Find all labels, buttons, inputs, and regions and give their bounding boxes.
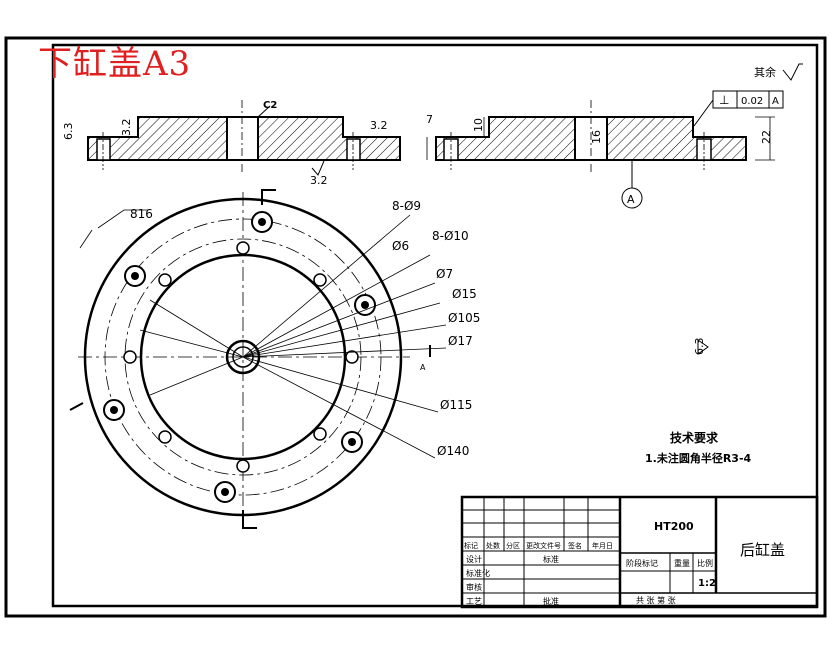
left-section-view	[87, 100, 401, 175]
dim-7: 7	[426, 113, 433, 126]
section-label: A	[420, 363, 426, 372]
callout-1: 8-Ø9	[392, 199, 421, 213]
col-2: 重量	[674, 558, 690, 568]
dim-3-2-c: 3.2	[310, 174, 328, 187]
callout-2: Ø6	[392, 239, 409, 253]
dim-3-2-a: 3.2	[120, 119, 133, 137]
hdr-6: 年月日	[592, 541, 613, 550]
material: HT200	[654, 520, 694, 533]
part-name: 后缸盖	[740, 541, 785, 559]
row-3: 审核	[466, 582, 482, 592]
dim-6-3: 6.3	[62, 123, 75, 141]
tolerance-value: 0.02	[741, 96, 763, 107]
dim-16: 16	[590, 130, 603, 144]
tolerance-datum: A	[772, 96, 779, 107]
outer-frame	[4, 36, 827, 618]
hdr-1: 标记	[464, 541, 478, 550]
geometric-tolerance-frame	[693, 90, 784, 127]
tech-req-line1: 1.未注圆角半径R3-4	[645, 451, 752, 465]
perpendicular-icon: ⊥	[719, 93, 729, 107]
tech-req-heading: 技术要求	[670, 430, 719, 445]
right-section-view	[426, 100, 775, 175]
dim-816: 816	[130, 207, 153, 221]
row-1: 设计	[466, 554, 482, 564]
hdr-3: 分区	[506, 541, 520, 550]
callout-8: Ø115	[440, 398, 472, 412]
page-title: 下缸盖A3	[38, 44, 192, 84]
callout-6: Ø105	[448, 311, 480, 325]
hdr-4: 更改文件号	[526, 541, 561, 550]
dim-22: 22	[760, 130, 773, 144]
row-right-2: 批准	[543, 596, 559, 606]
datum-label: A	[627, 193, 635, 206]
hdr-2: 处数	[486, 541, 500, 550]
roughness-icon	[782, 63, 803, 81]
chamfer-label: C2	[263, 100, 277, 111]
callout-7: Ø17	[448, 334, 473, 348]
col-1: 阶段标记	[626, 558, 658, 568]
dim-10: 10	[472, 118, 485, 132]
callout-4: Ø7	[436, 267, 453, 281]
sheets: 共 张 第 张	[636, 595, 676, 605]
title-block	[460, 495, 819, 609]
scale: 1:2	[698, 578, 716, 589]
row-4: 工艺	[466, 597, 482, 606]
finish-note: 其余	[754, 65, 776, 79]
col-3: 比例	[697, 558, 713, 568]
inner-frame	[51, 43, 819, 608]
row-right-1: 标准	[543, 554, 559, 564]
callout-5: Ø15	[452, 287, 477, 301]
callout-3: 8-Ø10	[432, 229, 469, 243]
row-2: 标准化	[466, 568, 490, 578]
dim-3-2-b: 3.2	[370, 119, 388, 132]
callout-9: Ø140	[437, 444, 469, 458]
hdr-5: 签名	[568, 541, 582, 550]
plan-view	[69, 189, 447, 529]
